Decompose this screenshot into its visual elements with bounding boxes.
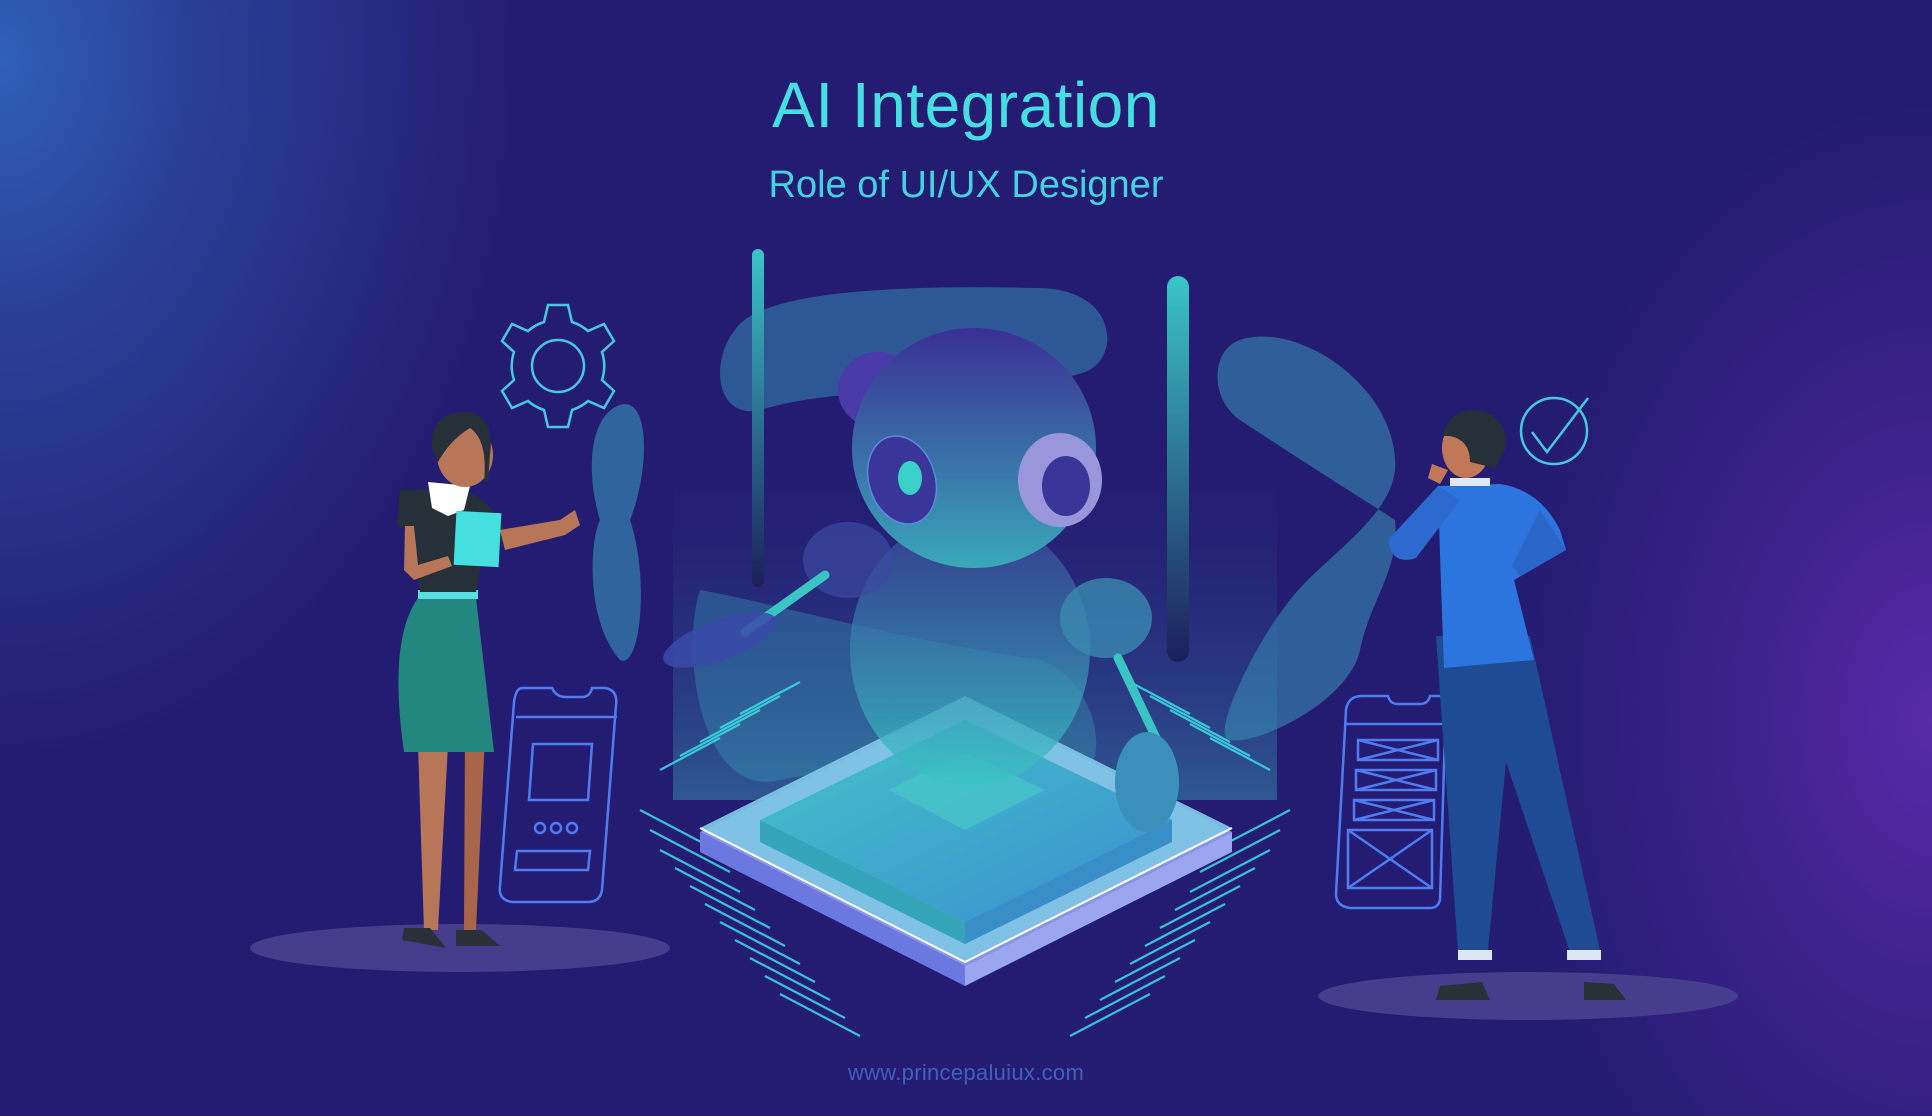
ai-robot-hologram — [663, 328, 1179, 832]
man-arm-right — [1512, 510, 1566, 576]
woman-shoe-right — [456, 930, 500, 946]
checkmark-circle-icon — [1519, 396, 1589, 466]
man-jacket — [1438, 484, 1566, 668]
robot-ear-ring-inner — [1042, 456, 1090, 516]
robot-hand-right — [1115, 732, 1179, 832]
blob-left-leaf — [591, 404, 644, 661]
light-bar-right — [1167, 276, 1189, 662]
gear-icon — [500, 303, 616, 429]
cpu-chip — [699, 696, 1233, 986]
floor-shadow-left — [250, 924, 670, 972]
man-pants — [1436, 636, 1600, 952]
robot-eye — [898, 461, 922, 495]
website-link[interactable]: www.princepaluiux.com — [847, 1060, 1085, 1085]
blob-right — [1217, 336, 1396, 741]
robot-hand-left — [663, 612, 777, 668]
man-cuff-right — [1567, 950, 1601, 960]
woman-skirt — [398, 598, 494, 752]
man-hand-chin — [1428, 464, 1448, 484]
mobile-wireframe-left — [498, 686, 618, 904]
robot-shoulder-right — [1060, 578, 1152, 658]
woman-hair — [431, 411, 491, 482]
woman-shoe-left — [402, 928, 446, 948]
mobile-wireframe-right — [1334, 694, 1448, 910]
woman-belt — [418, 590, 478, 599]
robot-body — [850, 515, 1090, 785]
man-shoe-left — [1436, 982, 1490, 1000]
woman-leg-back — [464, 735, 485, 930]
robot-shoulder-left — [803, 522, 893, 598]
man-collar — [1450, 478, 1490, 486]
man-designer — [1388, 409, 1626, 1000]
man-hair — [1442, 409, 1506, 468]
light-bar-left — [752, 249, 764, 587]
woman-leg-front — [418, 745, 448, 930]
woman-arm-right — [500, 510, 580, 550]
man-arm-left — [1388, 486, 1460, 560]
woman-arm-left — [404, 526, 452, 580]
floor-shadow-right — [1318, 972, 1738, 1020]
robot-arm-right — [1113, 653, 1162, 745]
woman-designer — [397, 411, 580, 948]
woman-collar — [428, 482, 470, 516]
woman-tablet — [453, 510, 502, 568]
page-title: AI Integration — [772, 69, 1160, 141]
chip-pins — [639, 681, 1291, 1037]
page-subtitle: Role of UI/UX Designer — [768, 164, 1164, 206]
man-shoe-right — [1584, 982, 1626, 1000]
man-cuff-left — [1458, 950, 1492, 960]
